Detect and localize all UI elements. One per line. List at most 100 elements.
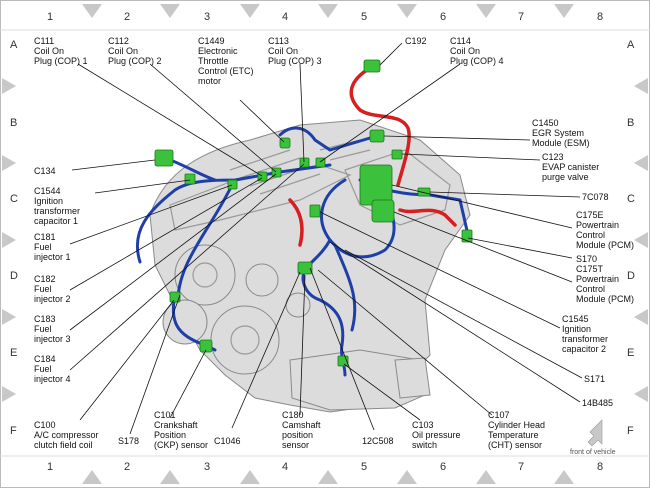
connector-c101: [199, 339, 213, 353]
harness-red-main: [349, 66, 411, 187]
lead-14b485: [329, 241, 581, 403]
marker-top-3: [240, 4, 260, 18]
marker-right-a: [634, 78, 648, 94]
col-label-3: 3: [204, 461, 210, 473]
lead-c134: [71, 159, 156, 171]
lead-c182: [69, 177, 263, 291]
lead-c112: [149, 63, 277, 173]
row-label-a: A: [10, 39, 18, 51]
connector-c134: [154, 149, 174, 167]
lead-c181: [69, 184, 233, 245]
front-of-vehicle-indicator: front of vehicle: [570, 419, 616, 456]
crank-pulley: [210, 305, 280, 375]
col-label-2: 2: [124, 11, 130, 23]
connector-c181: [227, 179, 238, 190]
marker-bottom-2: [160, 470, 180, 484]
label-s171: S171: [584, 374, 605, 384]
marker-bottom-4: [318, 470, 338, 484]
marker-bottom-7: [554, 470, 574, 484]
lead-c1046: [231, 271, 301, 429]
marker-left-e: [2, 386, 16, 402]
row-label-a: A: [627, 39, 635, 51]
lead-12c508: [309, 267, 375, 431]
lead-c1545: [319, 211, 561, 329]
marker-top-5: [397, 4, 417, 18]
connector-c180: [297, 261, 313, 275]
harness-red-right: [398, 208, 457, 227]
harness-red-lower: [288, 198, 304, 247]
harness-upper: [278, 126, 382, 152]
col-label-3: 3: [204, 11, 210, 23]
marker-right-b: [634, 155, 648, 171]
harness-main-left: [135, 163, 332, 264]
marker-left-b: [2, 155, 16, 171]
marker-top-2: [160, 4, 180, 18]
label-s178: S178: [118, 436, 139, 446]
col-label-7: 7: [518, 11, 524, 23]
lead-c180: [299, 274, 306, 416]
row-label-d: D: [627, 270, 635, 282]
row-label-b: B: [627, 117, 634, 129]
row-label-f: F: [627, 425, 634, 437]
col-label-6: 6: [440, 461, 446, 473]
label-c134: C134: [34, 166, 56, 176]
row-label-e: E: [627, 347, 634, 359]
col-label-6: 6: [440, 11, 446, 23]
marker-bottom-3: [240, 470, 260, 484]
col-label-5: 5: [361, 461, 367, 473]
label-s170: S170: [576, 254, 597, 264]
lead-c1449: [239, 99, 285, 143]
marker-left-a: [2, 78, 16, 94]
connector-pcm: [359, 164, 393, 206]
idler-pulley: [245, 263, 279, 297]
row-labels-right: A B C D E F: [627, 39, 635, 437]
col-label-8: 8: [597, 461, 603, 473]
marker-left-d: [2, 309, 16, 325]
col-label-1: 1: [47, 461, 53, 473]
lead-c123: [401, 153, 541, 161]
lead-c111: [77, 63, 263, 177]
connector-c1450: [369, 129, 385, 143]
oil-pan: [289, 349, 426, 411]
row-label-b: B: [10, 117, 17, 129]
connector-c1545: [309, 204, 321, 218]
col-label-4: 4: [282, 461, 288, 473]
harness-front-loop: [176, 183, 234, 300]
marker-right-e: [634, 386, 648, 402]
lead-c113: [299, 63, 305, 163]
marker-right-c: [634, 232, 648, 248]
marker-top-6: [476, 4, 496, 18]
lead-c103: [343, 363, 421, 421]
row-label-c: C: [10, 193, 18, 205]
lead-c100: [79, 299, 175, 421]
marker-top-4: [318, 4, 338, 18]
row-label-e: E: [10, 347, 17, 359]
connector-s170: [461, 229, 473, 243]
marker-right-d: [634, 309, 648, 325]
connector-pcm-lower: [371, 199, 395, 223]
lead-s178: [129, 294, 181, 435]
row-labels-left: A B C D E F: [10, 39, 18, 437]
connector-c192: [363, 59, 381, 73]
lead-s171: [344, 249, 583, 379]
label-c192: C192: [405, 36, 427, 46]
